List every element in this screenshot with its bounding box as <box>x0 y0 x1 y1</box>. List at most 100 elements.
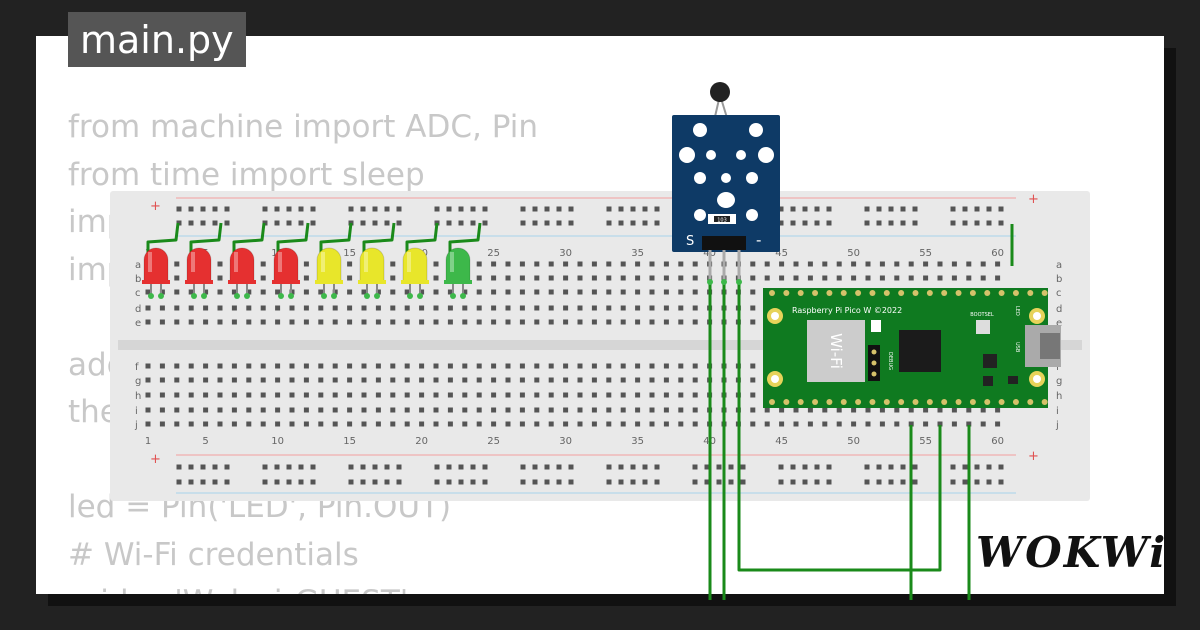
led-red <box>185 247 213 299</box>
rail-hole <box>372 464 378 470</box>
breadboard-hole <box>923 421 929 427</box>
led-pin-dot <box>460 293 466 299</box>
breadboard-hole <box>663 305 669 311</box>
breadboard-hole <box>159 377 165 383</box>
breadboard-hole <box>419 319 425 325</box>
file-tab[interactable]: main.py <box>68 12 246 67</box>
led-pin-dot <box>364 293 370 299</box>
pico-pin <box>783 399 790 405</box>
breadboard-hole <box>793 261 799 267</box>
pico-pin <box>826 290 833 296</box>
pico-pin <box>1027 399 1034 405</box>
breadboard-hole <box>822 421 828 427</box>
rail-hole <box>212 479 218 485</box>
rail-hole <box>912 206 918 212</box>
breadboard-hole <box>390 305 396 311</box>
breadboard-hole <box>491 377 497 383</box>
breadboard-hole <box>332 363 338 369</box>
rail-hole <box>482 479 488 485</box>
rail-hole <box>618 464 624 470</box>
breadboard-hole <box>231 305 237 311</box>
breadboard-hole <box>606 407 612 413</box>
breadboard-hole <box>764 275 770 281</box>
code-line: # Wi-Fi credentials <box>68 536 359 573</box>
rail-hole <box>826 220 832 226</box>
bootsel-label: BOOTSEL <box>970 312 994 318</box>
debug-pin <box>871 349 877 355</box>
breadboard-hole <box>303 261 309 267</box>
breadboard-hole <box>519 377 525 383</box>
breadboard-hole <box>620 289 626 295</box>
breadboard-hole <box>347 275 353 281</box>
breadboard-hole <box>203 305 209 311</box>
pad <box>717 192 735 208</box>
breadboard-hole <box>519 305 525 311</box>
rail-hole <box>274 206 280 212</box>
breadboard-hole <box>347 407 353 413</box>
row-letter: c <box>135 288 141 299</box>
breadboard-hole <box>606 319 612 325</box>
led-highlight <box>278 252 282 272</box>
breadboard-hole <box>534 319 540 325</box>
breadboard-hole <box>433 289 439 295</box>
breadboard-hole <box>663 407 669 413</box>
rail-hole <box>802 479 808 485</box>
rail-hole <box>176 206 182 212</box>
rail-hole <box>348 464 354 470</box>
breadboard-hole <box>822 407 828 413</box>
breadboard-hole <box>620 305 626 311</box>
debug-pin <box>871 371 877 377</box>
led-label: LED <box>1014 306 1020 316</box>
breadboard-hole <box>491 421 497 427</box>
pico-pin <box>1012 290 1019 296</box>
breadboard-hole <box>246 319 252 325</box>
rail-hole <box>520 220 526 226</box>
breadboard-hole <box>692 261 698 267</box>
rail-hole <box>298 220 304 226</box>
rail-hole <box>470 479 476 485</box>
breadboard-hole <box>361 377 367 383</box>
breadboard-hole <box>894 275 900 281</box>
breadboard-hole <box>678 407 684 413</box>
rail-hole <box>200 206 206 212</box>
rail-hole <box>274 464 280 470</box>
breadboard-hole <box>606 289 612 295</box>
breadboard-hole <box>505 407 511 413</box>
breadboard-hole <box>995 275 1001 281</box>
rail-hole <box>876 206 882 212</box>
breadboard-hole <box>908 261 914 267</box>
column-number: 20 <box>415 436 428 447</box>
breadboard-hole <box>361 289 367 295</box>
breadboard-hole <box>577 289 583 295</box>
rail-hole <box>900 206 906 212</box>
led-pin-dot <box>201 293 207 299</box>
breadboard-hole <box>793 407 799 413</box>
breadboard-hole <box>145 289 151 295</box>
rail-hole <box>740 464 746 470</box>
pico-pin <box>941 399 948 405</box>
rail-hole <box>728 479 734 485</box>
breadboard-hole <box>663 261 669 267</box>
breadboard-hole <box>462 319 468 325</box>
breadboard-hole <box>476 392 482 398</box>
breadboard-hole <box>275 305 281 311</box>
bootsel-button <box>976 320 990 334</box>
rail-hole <box>482 464 488 470</box>
breadboard-hole <box>678 261 684 267</box>
breadboard-hole <box>246 363 252 369</box>
breadboard-hole <box>390 392 396 398</box>
column-number: 25 <box>487 248 500 259</box>
rail-hole <box>446 220 452 226</box>
breadboard-hole <box>923 407 929 413</box>
breadboard-hole <box>534 305 540 311</box>
column-number: 25 <box>487 436 500 447</box>
breadboard-hole <box>260 421 266 427</box>
breadboard-hole <box>174 319 180 325</box>
breadboard-hole <box>577 275 583 281</box>
breadboard-hole <box>491 261 497 267</box>
breadboard-hole <box>318 305 324 311</box>
breadboard-hole <box>534 275 540 281</box>
breadboard-hole <box>563 377 569 383</box>
breadboard-hole <box>145 407 151 413</box>
breadboard-hole <box>635 377 641 383</box>
